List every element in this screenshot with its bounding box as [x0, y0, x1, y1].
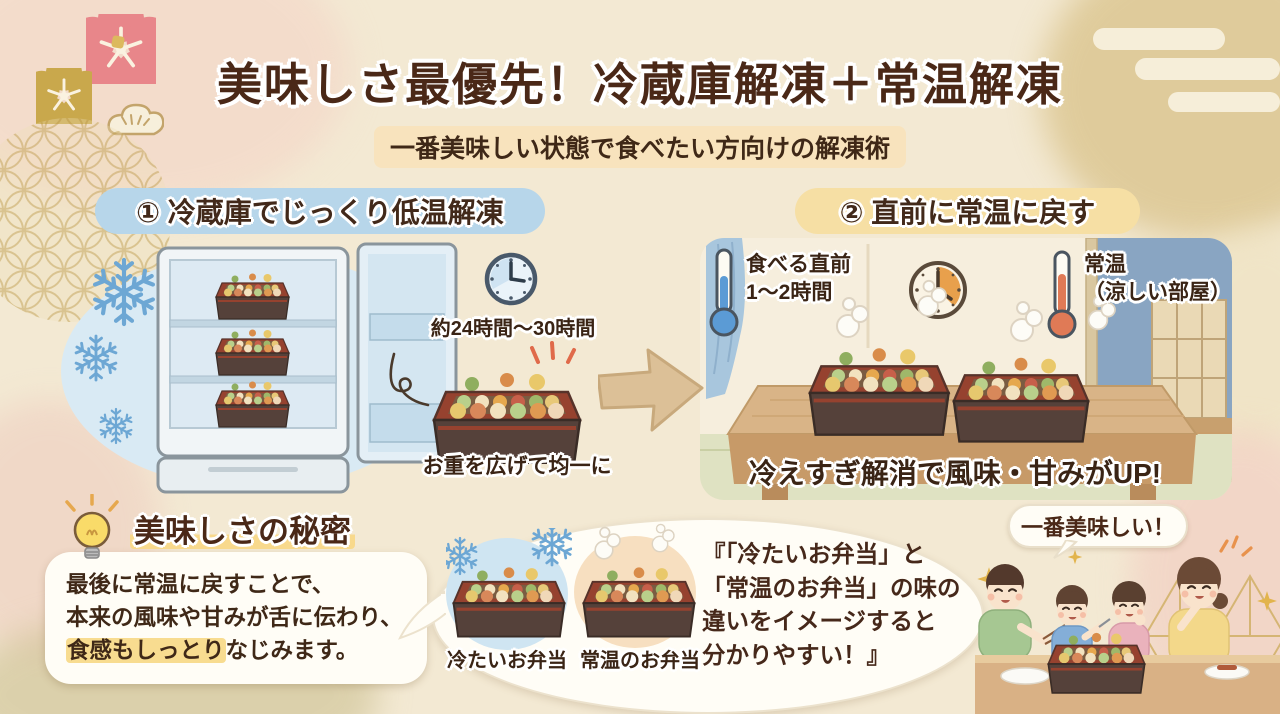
- secret-heading-text: 美味しさの秘密: [130, 514, 355, 549]
- cold-bento-illustration: [446, 528, 572, 639]
- thermo-cold-label-line2: 1〜2時間: [746, 281, 833, 304]
- swoosh-line: [389, 352, 430, 407]
- step1-caption: お重を広げて均一に: [422, 455, 612, 478]
- cold-bento-label: 冷たいお弁当: [447, 650, 567, 672]
- comparison-bubble-tail: [398, 590, 446, 640]
- quote-line: 違いをイメージすると: [702, 608, 937, 634]
- thermo-warm-label-line1: 常温: [1084, 253, 1126, 276]
- step1-heading: ① 冷蔵庫でじっくり低温解凍: [95, 188, 545, 234]
- quote-line: 『「冷たいお弁当」と: [702, 541, 926, 567]
- thermo-cold-label-line1: 食べる直前: [746, 253, 851, 276]
- room-illustration: [700, 238, 1232, 500]
- secret-line1: 最後に常温に戻すことで、: [66, 572, 335, 597]
- step2-heading: ② 直前に常温に戻す: [795, 188, 1140, 234]
- family-bubble-tail: [1053, 540, 1078, 559]
- secret-line3: 食感もしっとりなじみます。: [66, 634, 414, 667]
- comparison-quote: 『「冷たいお弁当」と 「常温のお弁当」の味の 違いをイメージすると 分かりやすい…: [702, 538, 972, 672]
- thermo-warm-label-line2: （涼しい部屋）: [1084, 281, 1231, 304]
- secret-heading: 美味しさの秘密: [130, 506, 355, 551]
- warm-bento-label: 常温のお弁当: [580, 650, 700, 672]
- cloud-motif: [1168, 92, 1280, 112]
- family-illustration: [975, 535, 1280, 714]
- cloud-motif: [1093, 28, 1225, 50]
- family-speech-bubble: 一番美味しい！: [1008, 504, 1188, 548]
- bento-box-illustration: [432, 341, 582, 464]
- gold-square-dot: [111, 35, 125, 49]
- lightbulb-icon: [65, 494, 119, 559]
- clock-icon: [484, 252, 538, 306]
- quote-line: 分かりやすい！』: [702, 641, 890, 668]
- secret-line3-highlight: 食感もしっとり: [66, 638, 226, 663]
- thermometer-cold-icon: [709, 248, 739, 337]
- page-title: 美味しさ最優先！冷蔵庫解凍＋常温解凍: [216, 59, 1063, 110]
- warm-bento-illustration: [582, 523, 696, 639]
- secret-line3-rest: なじみます。: [225, 638, 359, 663]
- page-subtitle-text: 一番美味しい状態で食べたい方向けの解凍術: [373, 126, 906, 168]
- page-subtitle: 一番美味しい状態で食べたい方向けの解凍術: [0, 126, 1280, 168]
- thermometer-warm-icon: [1047, 250, 1077, 339]
- cloud-motif: [1135, 58, 1280, 80]
- pine-motif-icon: [107, 103, 164, 136]
- step2-caption: 冷えすぎ解消で風味・甘みがUP!: [748, 458, 1162, 489]
- arrow-right-icon: [598, 348, 704, 432]
- step1-duration: 約24時間〜30時間: [430, 318, 596, 340]
- secret-line2: 本来の風味や甘みが舌に伝わり、: [66, 605, 403, 630]
- secret-body: 最後に常温に戻すことで、 本来の風味や甘みが舌に伝わり、 食感もしっとりなじみま…: [66, 568, 414, 667]
- family-speech-text: 一番美味しい！: [1020, 515, 1175, 540]
- quote-line: 「常温のお弁当」の味の: [702, 574, 961, 601]
- fridge-illustration: [61, 242, 458, 494]
